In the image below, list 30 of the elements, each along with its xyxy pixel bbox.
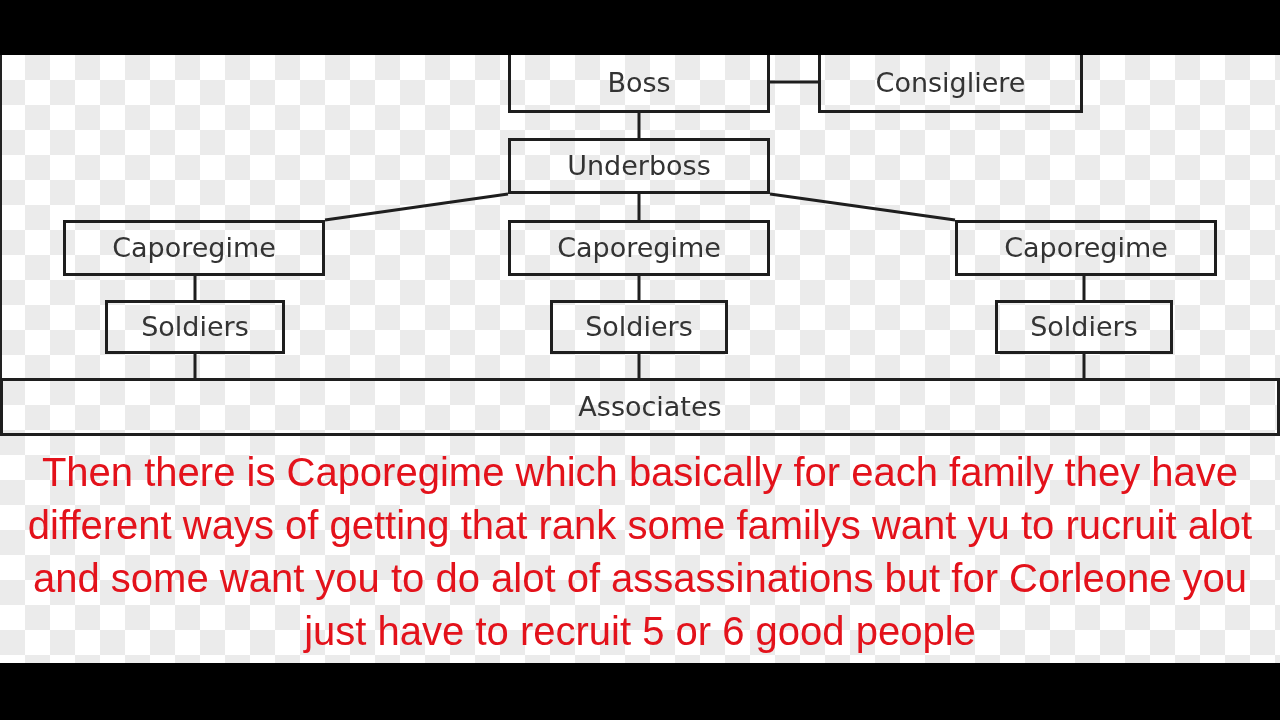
- rank-box: [508, 220, 770, 276]
- rank-box: [0, 378, 1280, 436]
- rank-label: Boss: [607, 66, 671, 98]
- rank-label: Underboss: [567, 150, 711, 182]
- connector-line: [769, 192, 956, 222]
- connector-line: [770, 80, 818, 84]
- connector-line: [637, 113, 641, 138]
- connector-line: [637, 276, 641, 300]
- rank-label: Soldiers: [1030, 311, 1138, 343]
- rank-label: Consigliere: [875, 66, 1026, 98]
- rank-label: Associates: [578, 391, 722, 423]
- subtitle-caption: Then there is Caporegime which basically for each family they have different ways of getting that rank some familys want yu to rucruit alot and some want you to do alot of assassinations but for Corleone you just have to recruit 5 or 6 good people: [26, 449, 1254, 655]
- rank-label: Soldiers: [141, 311, 249, 343]
- rank-box: [995, 300, 1173, 354]
- connector-line: [1082, 276, 1086, 300]
- rank-box: [955, 220, 1217, 276]
- rank-box: [63, 220, 325, 276]
- rank-label: Soldiers: [585, 311, 693, 343]
- rank-box: [105, 300, 285, 354]
- connector-line: [193, 354, 197, 378]
- connector-line: [637, 194, 641, 220]
- rank-label: Caporegime: [557, 232, 721, 264]
- connector-line: [324, 192, 509, 222]
- rank-label: Caporegime: [112, 232, 276, 264]
- rank-box: [508, 138, 770, 194]
- connector-line: [637, 354, 641, 378]
- connector-line: [193, 276, 197, 300]
- connector-line: [1082, 354, 1086, 378]
- rank-label: Caporegime: [1004, 232, 1168, 264]
- rank-box: [550, 300, 728, 354]
